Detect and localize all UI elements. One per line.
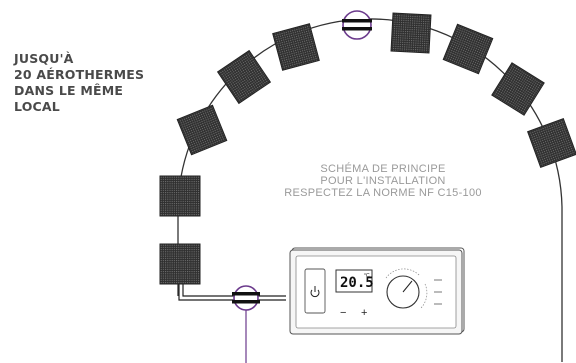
aerotherme-icon xyxy=(159,243,201,285)
aerotherme-icon xyxy=(216,49,272,105)
minus-button[interactable]: − xyxy=(340,307,346,319)
power-button[interactable] xyxy=(304,268,326,314)
aerotherme-icon xyxy=(176,104,228,156)
plus-label: + xyxy=(361,307,367,319)
aerotherme-icon xyxy=(491,62,545,116)
headline: JUSQU'À 20 AÉROTHERMES DANS LE MÊME LOCA… xyxy=(14,51,144,115)
caption-line: RESPECTEZ LA NORME NF C15-100 xyxy=(284,187,482,199)
display-value: 20.5 xyxy=(340,275,374,291)
aerotherme-icon xyxy=(159,175,201,217)
minus-label: − xyxy=(340,307,346,319)
caption-line: POUR L'INSTALLATION xyxy=(320,175,446,187)
aerotherme-icon xyxy=(527,118,576,168)
plus-button[interactable]: + xyxy=(361,307,367,319)
display-unit: °C xyxy=(364,273,370,279)
aerotherme-icon xyxy=(390,12,432,54)
aerotherme-icon xyxy=(442,23,494,75)
temperature-display: 20.5 °C xyxy=(335,269,374,293)
thermostat: 20.5 °C − + xyxy=(289,247,465,335)
headline-line: LOCAL xyxy=(14,99,60,114)
aerotherme-icon xyxy=(272,23,320,71)
headline-line: DANS LE MÊME xyxy=(14,83,124,98)
power-icon xyxy=(310,286,320,298)
caption-line: SCHÉMA DE PRINCIPE xyxy=(320,163,446,175)
headline-line: JUSQU'À xyxy=(14,51,74,66)
headline-line: 20 AÉROTHERMES xyxy=(14,67,145,82)
schema-caption: SCHÉMA DE PRINCIPE POUR L'INSTALLATION R… xyxy=(248,163,518,199)
control-dial-icon[interactable] xyxy=(385,268,442,309)
cable-connector-icon xyxy=(232,285,260,311)
cable-connector-icon xyxy=(342,10,372,40)
